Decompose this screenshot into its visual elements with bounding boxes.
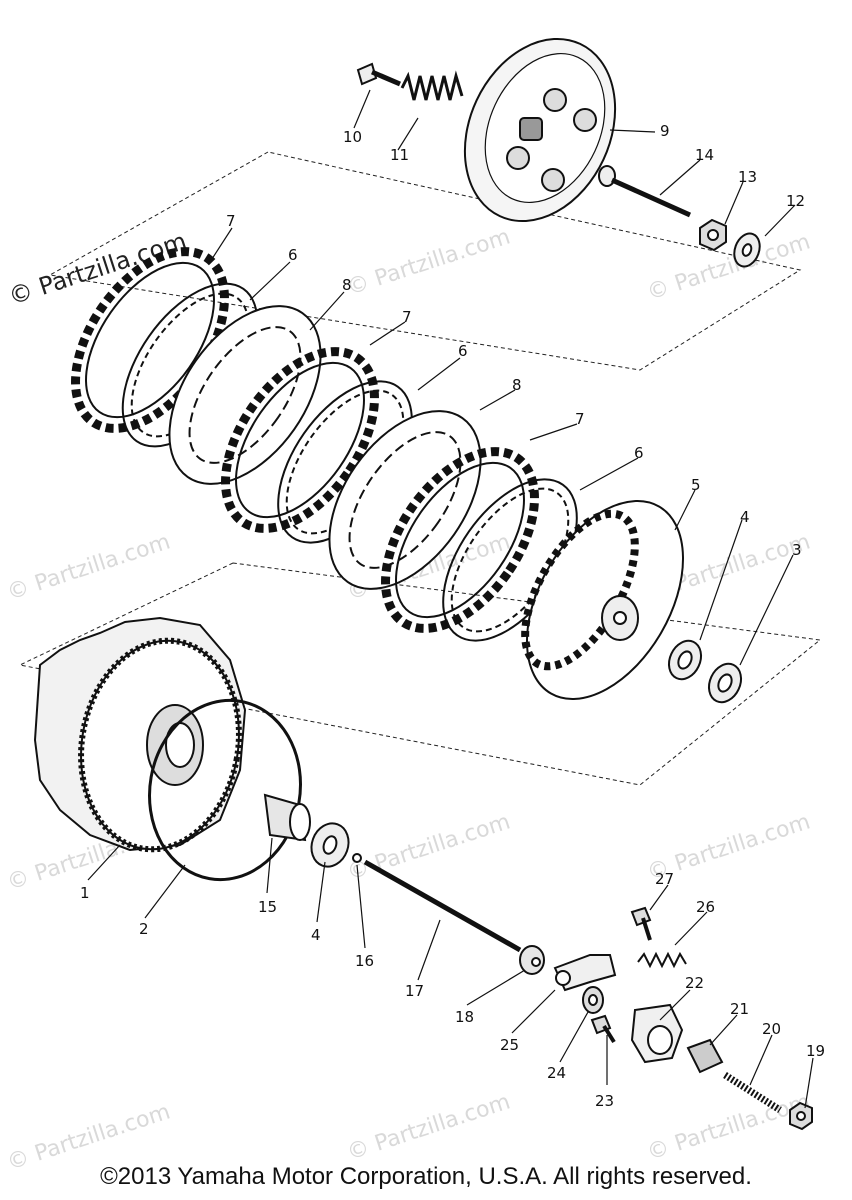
- callout-2: 2: [139, 920, 149, 938]
- watermark: © Partzilla.com: [344, 1089, 513, 1165]
- upper-assembly-box: [48, 151, 802, 371]
- callout-8: 8: [342, 276, 352, 294]
- leader-lines: [87, 89, 814, 1109]
- callout-26: 26: [696, 898, 715, 916]
- copyright-notice: ©2013 Yamaha Motor Corporation, U.S.A. A…: [100, 1163, 752, 1190]
- callout-6: 6: [458, 342, 468, 360]
- boss-washers: [667, 639, 743, 704]
- callout-4: 4: [311, 926, 321, 944]
- watermark: © Partzilla.com: [4, 529, 173, 605]
- watermark: © Partzilla.com: [344, 224, 513, 300]
- callout-7: 7: [226, 212, 236, 230]
- callout-labels: 7 6 8 7 6 8 7 6 5 4 3 9 10 11 14 13 12 1…: [80, 122, 825, 1110]
- callout-7: 7: [402, 308, 412, 326]
- push-lever-group: [553, 906, 813, 1131]
- callout-27: 27: [655, 870, 674, 888]
- callout-23: 23: [595, 1092, 614, 1110]
- callout-16: 16: [355, 952, 374, 970]
- callout-25: 25: [500, 1036, 519, 1054]
- callout-8: 8: [512, 376, 522, 394]
- callout-9: 9: [660, 122, 670, 140]
- callout-15: 15: [258, 898, 277, 916]
- callout-6: 6: [634, 444, 644, 462]
- callout-14: 14: [695, 146, 714, 164]
- watermark: © Partzilla.com: [644, 1089, 813, 1165]
- callout-17: 17: [405, 982, 424, 1000]
- clutch-housing: [33, 616, 545, 975]
- callout-18: 18: [455, 1008, 474, 1026]
- callout-1: 1: [80, 884, 90, 902]
- callout-21: 21: [730, 1000, 749, 1018]
- callout-7: 7: [575, 410, 585, 428]
- callout-4: 4: [740, 508, 750, 526]
- callout-6: 6: [288, 246, 298, 264]
- callout-5: 5: [691, 476, 701, 494]
- watermark: © Partzilla.com: [344, 809, 513, 885]
- callout-24: 24: [547, 1064, 566, 1082]
- watermark-primary: © Partzilla.com: [5, 227, 190, 311]
- callout-20: 20: [762, 1020, 781, 1038]
- callout-10: 10: [343, 128, 362, 146]
- clutch-plate-stack: [71, 247, 578, 642]
- callout-3: 3: [792, 541, 802, 559]
- clutch-boss: [521, 499, 685, 701]
- pressure-plate-group: [356, 37, 761, 268]
- callout-12: 12: [786, 192, 805, 210]
- callout-13: 13: [738, 168, 757, 186]
- callout-19: 19: [806, 1042, 825, 1060]
- callout-22: 22: [685, 974, 704, 992]
- callout-11: 11: [390, 146, 409, 164]
